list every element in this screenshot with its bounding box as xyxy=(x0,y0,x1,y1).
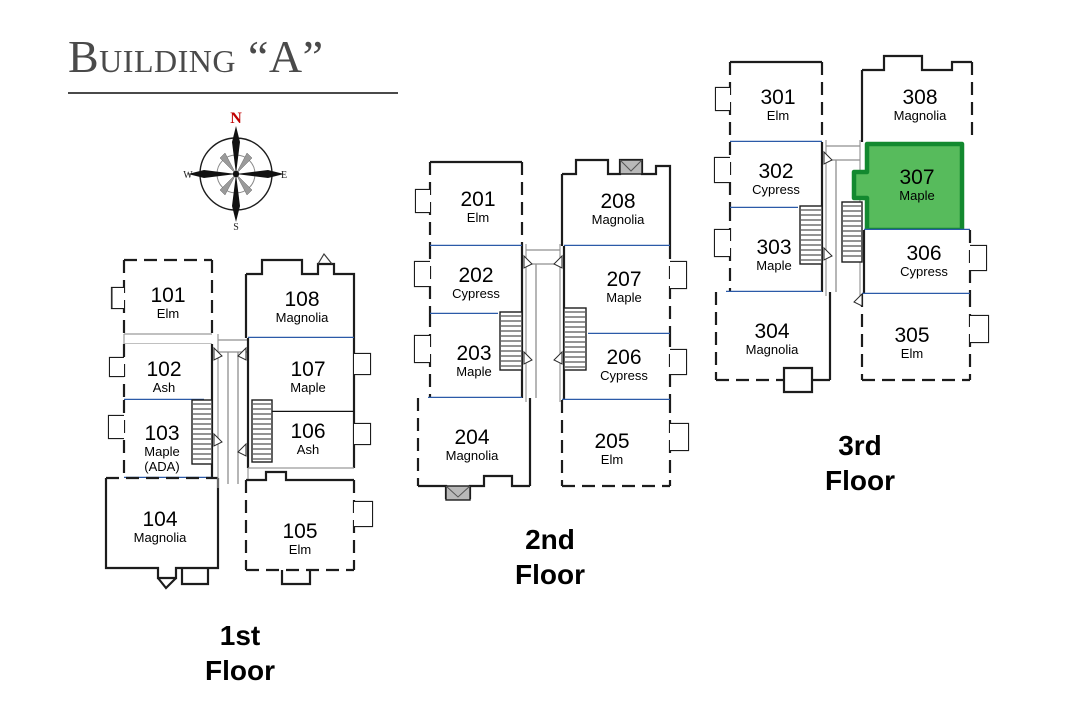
unit-204-name: Magnolia xyxy=(446,448,500,463)
unit-304-number: 304 xyxy=(754,320,789,343)
unit-106-name: Ash xyxy=(297,442,319,457)
balcony-204 xyxy=(445,485,471,501)
unit-105-name: Elm xyxy=(289,542,311,557)
floor-2-caption: 2nd Floor xyxy=(515,524,585,590)
stairs-right-1 xyxy=(251,399,273,463)
unit-107-name: Maple xyxy=(290,380,325,395)
unit-205-number: 205 xyxy=(594,430,629,453)
unit-202[interactable]: 202 Cypress xyxy=(413,246,524,314)
unit-102-name: Ash xyxy=(153,380,175,395)
unit-206[interactable]: 206 Cypress xyxy=(562,334,688,400)
floor-3-svg: 301 Elm 302 Cypress 303 Maple 304 Magnol… xyxy=(713,54,990,394)
unit-104[interactable]: 104 Magnolia xyxy=(104,476,220,590)
unit-106-number: 106 xyxy=(290,420,325,443)
balcony-208 xyxy=(619,159,643,175)
unit-108-number: 108 xyxy=(284,288,319,311)
floor-1-caption: 1st Floor xyxy=(205,620,275,686)
unit-103-ada-note: (ADA) xyxy=(144,459,179,474)
stairs-right-2 xyxy=(563,307,587,371)
stairs-left-2 xyxy=(499,311,523,371)
unit-101[interactable]: 101 Elm xyxy=(110,258,214,335)
unit-103-number: 103 xyxy=(144,422,179,445)
unit-301-number: 301 xyxy=(760,86,795,109)
unit-204-number: 204 xyxy=(454,426,489,449)
unit-207-name: Maple xyxy=(606,290,641,305)
unit-202-number: 202 xyxy=(458,264,493,287)
unit-104-number: 104 xyxy=(142,508,177,531)
unit-307-name: Maple xyxy=(899,188,934,203)
compass-rose-icon: E W S xyxy=(183,126,287,233)
unit-304[interactable]: 304 Magnolia xyxy=(714,292,832,394)
unit-306-name: Cypress xyxy=(900,264,948,279)
unit-307[interactable]: 307 Maple xyxy=(851,141,965,233)
unit-207-number: 207 xyxy=(606,268,641,291)
compass-south-label: S xyxy=(233,222,239,232)
unit-105-number: 105 xyxy=(282,520,317,543)
title-divider-rule xyxy=(68,92,398,94)
unit-306-number: 306 xyxy=(906,242,941,265)
unit-205[interactable]: 205 Elm xyxy=(560,400,690,488)
unit-208-name: Magnolia xyxy=(592,212,646,227)
unit-206-name: Cypress xyxy=(600,368,648,383)
unit-101-name: Elm xyxy=(157,306,179,321)
unit-301-name: Elm xyxy=(767,108,789,123)
unit-201-name: Elm xyxy=(467,210,489,225)
floor-3-caption: 3rd Floor xyxy=(825,430,895,496)
stairs-right-3 xyxy=(841,201,863,263)
central-corridor-2 xyxy=(525,244,561,402)
unit-201-number: 201 xyxy=(460,188,495,211)
unit-308-name: Magnolia xyxy=(894,108,948,123)
unit-101-number: 101 xyxy=(150,284,185,307)
unit-203-number: 203 xyxy=(456,342,491,365)
unit-303-number: 303 xyxy=(756,236,791,259)
unit-207[interactable]: 207 Maple xyxy=(562,246,688,334)
unit-307-number: 307 xyxy=(899,166,934,189)
unit-306[interactable]: 306 Cypress xyxy=(862,230,988,294)
unit-104-name: Magnolia xyxy=(134,530,188,545)
unit-102-number: 102 xyxy=(146,358,181,381)
unit-301[interactable]: 301 Elm xyxy=(714,60,824,142)
unit-303-name: Maple xyxy=(756,258,791,273)
unit-208-number: 208 xyxy=(600,190,635,213)
compass-east-label: E xyxy=(281,170,287,181)
stairs-left-1 xyxy=(191,399,213,465)
unit-302-name: Cypress xyxy=(752,182,800,197)
floor-1-svg: 101 Elm 102 Ash 103 Maple (ADA) 104 Magn… xyxy=(104,252,374,590)
compass-west-label: W xyxy=(183,170,193,181)
floor-plan-2nd: 201 Elm 202 Cypress 203 Maple 204 Magnol… xyxy=(412,152,692,512)
page-title: Building “A” xyxy=(68,31,324,82)
unit-201[interactable]: 201 Elm xyxy=(414,160,524,246)
floor-2-svg: 201 Elm 202 Cypress 203 Maple 204 Magnol… xyxy=(413,158,690,501)
unit-305-name: Elm xyxy=(901,346,923,361)
unit-103-name: Maple xyxy=(144,444,179,459)
unit-302-number: 302 xyxy=(758,160,793,183)
unit-205-name: Elm xyxy=(601,452,623,467)
unit-107-number: 107 xyxy=(290,358,325,381)
unit-305-number: 305 xyxy=(894,324,929,347)
unit-105[interactable]: 105 Elm xyxy=(244,470,374,586)
compass-rose: N E W S xyxy=(176,110,296,233)
unit-308[interactable]: 308 Magnolia xyxy=(860,54,974,142)
unit-308-number: 308 xyxy=(902,86,937,109)
unit-304-name: Magnolia xyxy=(746,342,800,357)
unit-208[interactable]: 208 Magnolia xyxy=(560,158,672,246)
compass-north-label: N xyxy=(230,110,242,127)
stairs-left-3 xyxy=(799,205,823,265)
unit-206-number: 206 xyxy=(606,346,641,369)
unit-202-name: Cypress xyxy=(452,286,500,301)
unit-108[interactable]: 108 Magnolia xyxy=(244,252,356,338)
title-block: Building “A” xyxy=(68,34,408,94)
unit-203-name: Maple xyxy=(456,364,491,379)
unit-108-name: Magnolia xyxy=(276,310,330,325)
unit-102[interactable]: 102 Ash xyxy=(108,344,214,400)
floor-plan-1st: 101 Elm 102 Ash 103 Maple (ADA) 104 Magn… xyxy=(96,248,386,608)
unit-305[interactable]: 305 Elm xyxy=(860,294,990,382)
unit-204[interactable]: 204 Magnolia xyxy=(416,398,532,500)
unit-302[interactable]: 302 Cypress xyxy=(713,142,824,208)
floor-plan-3rd: 301 Elm 302 Cypress 303 Maple 304 Magnol… xyxy=(712,50,992,420)
